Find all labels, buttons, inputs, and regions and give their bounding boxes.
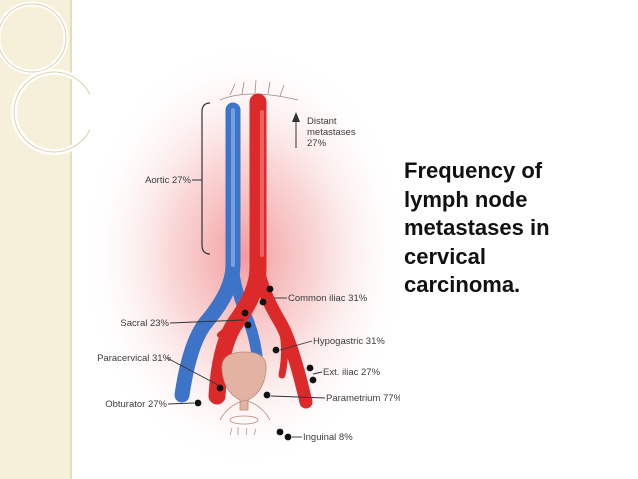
- vessel-top-fringe: [219, 79, 299, 101]
- vena-cava-icon: [174, 102, 264, 403]
- inguinal-fringe: [229, 427, 257, 436]
- label-common-iliac: Common iliac 31%: [288, 293, 368, 304]
- node-sacral: [244, 321, 252, 329]
- label-distant-line1: Distant: [307, 116, 337, 127]
- lymph-node-diagram: Distant metastases 27% Aortic 27% Common…: [80, 40, 400, 470]
- label-obturator: Obturator 27%: [105, 399, 167, 410]
- label-inguinal: Inguinal 8%: [303, 432, 353, 443]
- leader-lines: [166, 297, 326, 438]
- node-paracervical: [216, 384, 224, 392]
- node-ext-iliac: [306, 364, 314, 372]
- label-ext-iliac: Ext. iliac 27%: [323, 367, 381, 378]
- slide-left-band-edge: [70, 0, 72, 479]
- node-common-iliac: [266, 285, 274, 293]
- node-inguinal: [276, 428, 284, 436]
- node-common-iliac: [259, 298, 267, 306]
- label-distant-value: 27%: [307, 138, 327, 149]
- label-hypogastric: Hypogastric 31%: [313, 336, 385, 347]
- node-obturator: [194, 399, 202, 407]
- label-parametrium: Parametrium 77%: [326, 393, 400, 404]
- uterus-icon: [219, 351, 271, 425]
- node-ext-iliac: [309, 376, 317, 384]
- aorta-icon: [208, 93, 313, 409]
- label-sacral: Sacral 23%: [120, 318, 169, 329]
- label-distant-line2: metastases: [307, 127, 356, 138]
- node-hypogastric: [272, 346, 280, 354]
- node-inguinal: [284, 433, 292, 441]
- aortic-bracket: [201, 102, 211, 255]
- label-paracervical: Paracervical 31%: [97, 353, 171, 364]
- slide-caption: Frequency of lymph node metastases in ce…: [404, 158, 550, 297]
- lymph-nodes: [194, 285, 317, 441]
- distant-arrow-icon: [292, 112, 300, 148]
- label-aortic: Aortic 27%: [145, 175, 191, 186]
- node-sacral: [241, 309, 249, 317]
- node-parametrium: [263, 391, 271, 399]
- decorative-rings: [0, 1, 90, 155]
